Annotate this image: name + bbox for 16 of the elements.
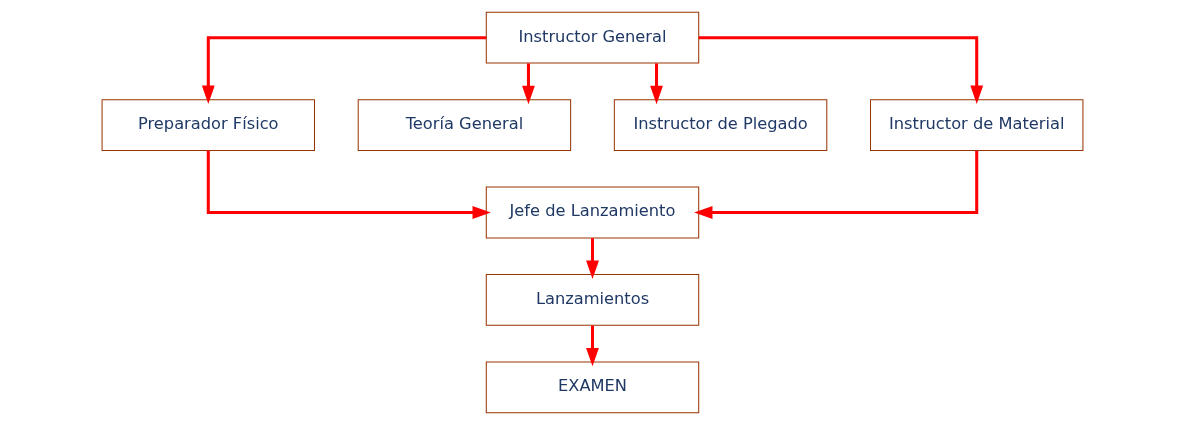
node-box: Instructor de Plegado [613, 99, 828, 151]
arrow [586, 238, 599, 279]
node-box: Lanzamientos [485, 274, 700, 326]
node-box: EXAMEN [485, 361, 700, 414]
node-box: Teoría General [357, 99, 572, 151]
arrow [650, 63, 663, 105]
arrow [201, 36, 487, 104]
arrow [522, 63, 535, 105]
node-box: Instructor de Material [870, 99, 1084, 151]
arrow [206, 150, 491, 219]
arrow [694, 150, 979, 219]
arrow [698, 36, 984, 104]
arrow [586, 325, 599, 367]
node-box: Instructor General [485, 11, 700, 64]
node-box: Jefe de Lanzamiento [485, 186, 700, 239]
node-box: Preparador Físico [101, 99, 315, 151]
